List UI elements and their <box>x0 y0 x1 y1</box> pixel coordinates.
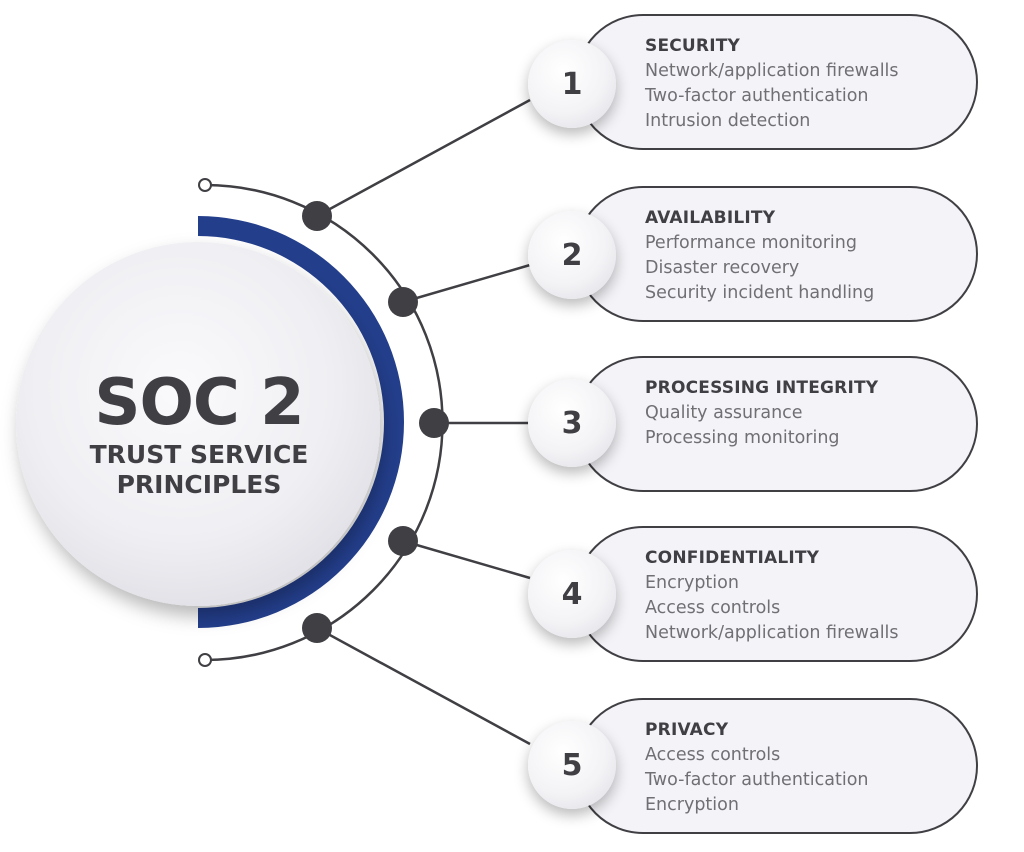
connector-line-2 <box>402 263 531 304</box>
connector-node-2 <box>388 287 418 317</box>
principle-item: Network/application firewalls <box>645 61 899 81</box>
number-badge-5: 5 <box>528 721 616 809</box>
principle-item: Network/application firewalls <box>645 623 899 643</box>
principle-item: Intrusion detection <box>645 111 811 131</box>
connector-line-1 <box>316 98 531 218</box>
connector-node-5 <box>302 613 332 643</box>
principle-card-availability: AVAILABILITY Performance monitoring Disa… <box>575 186 978 322</box>
card-background <box>575 186 978 322</box>
card-background <box>575 356 978 492</box>
arc-end-bottom <box>198 653 212 667</box>
principle-item: Performance monitoring <box>645 233 857 253</box>
principle-item: Security incident handling <box>645 283 875 303</box>
principle-item: Two-factor authentication <box>645 86 869 106</box>
principle-card-processing-integrity: PROCESSING INTEGRITY Quality assurance P… <box>575 356 978 492</box>
principle-title: SECURITY <box>645 36 741 56</box>
principle-title: PRIVACY <box>645 720 729 740</box>
principle-item: Access controls <box>645 598 781 618</box>
principle-item: Access controls <box>645 745 781 765</box>
principle-item: Encryption <box>645 573 739 593</box>
number-badge-2: 2 <box>528 211 616 299</box>
principle-card-security: SECURITY Network/application firewalls T… <box>575 14 978 150</box>
principle-card-confidentiality: CONFIDENTIALITY Encryption Access contro… <box>575 526 978 662</box>
principle-item: Processing monitoring <box>645 428 840 448</box>
principle-item: Encryption <box>645 795 739 815</box>
connector-node-4 <box>388 526 418 556</box>
principle-title: AVAILABILITY <box>645 208 776 228</box>
number-badge-4: 4 <box>528 550 616 638</box>
connector-node-3 <box>419 408 449 438</box>
center-disc <box>16 242 380 606</box>
connector-line-4 <box>402 539 531 580</box>
center-subtitle-line1: TRUST SERVICE <box>89 440 309 469</box>
center-subtitle-line2: PRINCIPLES <box>116 470 282 499</box>
connector-node-1 <box>302 201 332 231</box>
principle-title: PROCESSING INTEGRITY <box>645 378 879 398</box>
card-background <box>575 526 978 662</box>
number-badge-3: 3 <box>528 379 616 467</box>
principle-card-privacy: PRIVACY Access controls Two-factor authe… <box>575 698 978 834</box>
principle-item: Quality assurance <box>645 403 803 423</box>
number-badge-1: 1 <box>528 40 616 128</box>
center-title: SOC 2 <box>94 366 304 440</box>
principle-item: Disaster recovery <box>645 258 800 278</box>
principle-item: Two-factor authentication <box>645 770 869 790</box>
arc-end-top <box>198 178 212 192</box>
principle-title: CONFIDENTIALITY <box>645 548 820 568</box>
card-background <box>575 698 978 834</box>
connector-line-5 <box>316 626 531 746</box>
